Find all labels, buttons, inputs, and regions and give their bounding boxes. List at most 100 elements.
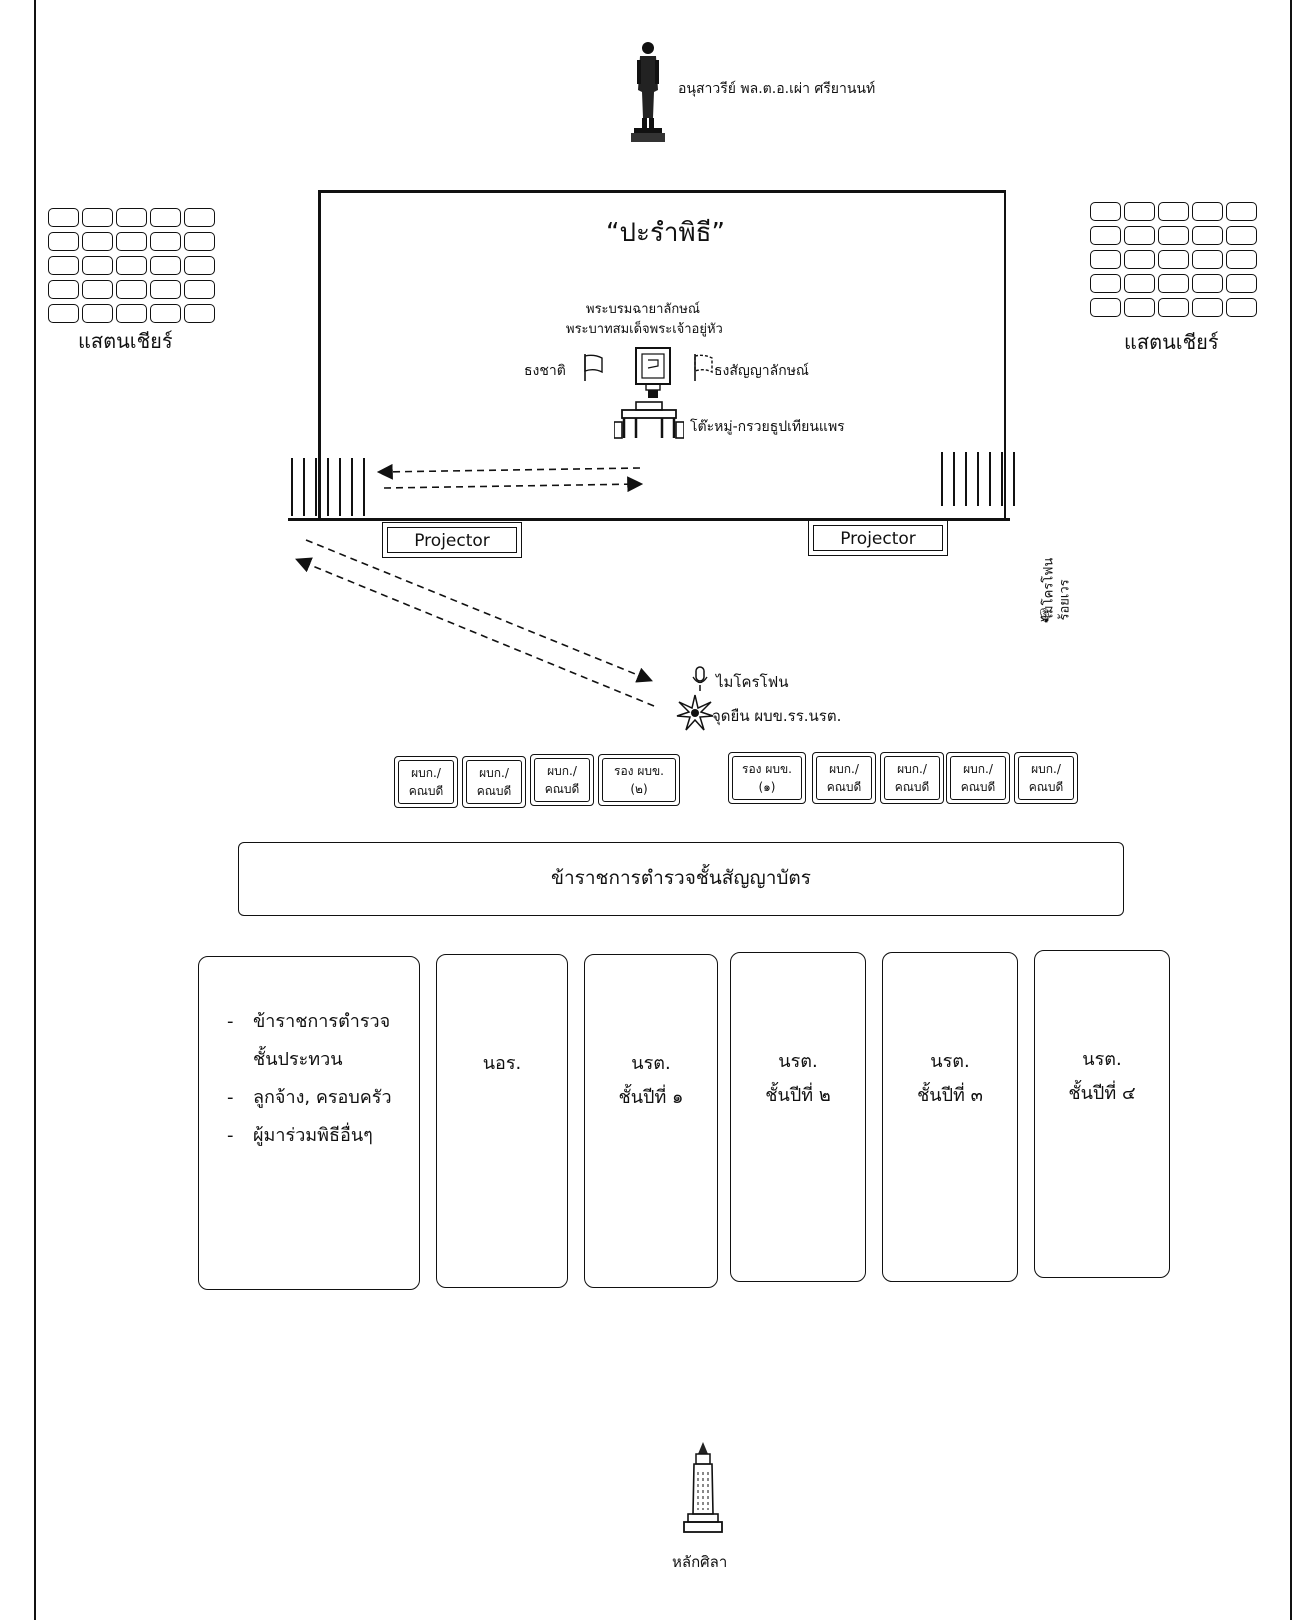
seat [150, 208, 181, 227]
standing-point-label: จุดยืน ผบข.รร.นรต. [712, 707, 842, 725]
royal-portrait-icon [635, 347, 671, 398]
seat [1124, 202, 1155, 221]
seat [1090, 298, 1121, 317]
seat [1124, 250, 1155, 269]
list-item: -ลูกจ้าง, ครอบครัว [227, 1087, 392, 1108]
seat [48, 304, 79, 323]
monument-statue-icon [631, 42, 665, 142]
seat [184, 232, 215, 251]
cheer-stand-right-label: แสตนเชียร์ [1124, 330, 1219, 354]
list-item: -ผู้มาร่วมพิธีอื่นๆ [227, 1125, 373, 1146]
seat [150, 280, 181, 299]
bench-label: ผบก./ คณบดี [466, 760, 522, 804]
stone-pillar-icon [683, 1442, 723, 1533]
altar-label: โต๊ะหมู่-กรวยธูปเทียนแพร [690, 419, 845, 435]
altar-table-icon [614, 401, 684, 439]
seat [1192, 226, 1223, 245]
seat [116, 256, 147, 275]
seat [1158, 202, 1189, 221]
cheer-stand-left-label: แสตนเชียร์ [78, 329, 173, 353]
bench-label: รอง ผบข. (๑) [732, 756, 802, 800]
seat [1090, 274, 1121, 293]
symbol-flag-icon [694, 354, 713, 381]
seat [1226, 202, 1257, 221]
seat [150, 304, 181, 323]
group-nor: นอร. [436, 954, 568, 1288]
group-others: -ข้าราชการตำรวจ ชั้นประทวน -ลูกจ้าง, ครอ… [198, 956, 420, 1290]
bench-commander: ผบก./ คณบดี [1014, 752, 1078, 804]
bench-commander: ผบก./ คณบดี [462, 756, 526, 808]
seat [1192, 298, 1223, 317]
group-cadet-year-4: นรต. ชั้นปีที่ ๔ [1034, 950, 1170, 1278]
seat [1158, 298, 1189, 317]
seat [1158, 250, 1189, 269]
side-officer-label: ร้อยเวร [1057, 579, 1073, 621]
stage-front-edge [288, 518, 1010, 521]
seat [48, 232, 79, 251]
bench-label: ผบก./ คณบดี [816, 756, 872, 800]
portrait-caption-line1: พระบรมฉายาลักษณ์ [586, 302, 700, 317]
bench-label: ผบก./ คณบดี [534, 758, 590, 802]
group-others-list: -ข้าราชการตำรวจ ชั้นประทวน -ลูกจ้าง, ครอ… [227, 1003, 392, 1155]
national-flag-label: ธงชาติ [524, 363, 566, 379]
group-label: นรต. ชั้นปีที่ ๑ [618, 1053, 684, 1108]
projector-right-label: Projector [813, 525, 943, 551]
projector-left-label: Projector [387, 527, 517, 553]
seat [48, 280, 79, 299]
seat [184, 304, 215, 323]
group-cadet-year-3: นรต. ชั้นปีที่ ๓ [882, 952, 1018, 1282]
seat [150, 232, 181, 251]
stone-pillar-label: หลักศิลา [672, 1553, 728, 1571]
bench-commander: ผบก./ คณบดี [530, 754, 594, 806]
list-item: -ข้าราชการตำรวจ ชั้นประทวน [227, 1011, 391, 1070]
cheer-stand-right [1090, 202, 1257, 317]
commissioned-officers-block: ข้าราชการตำรวจชั้นสัญญาบัตร [238, 842, 1124, 916]
projector-left: Projector [382, 522, 522, 558]
seat [184, 280, 215, 299]
group-cadet-year-1: นรต. ชั้นปีที่ ๑ [584, 954, 718, 1288]
national-flag-icon [584, 354, 603, 381]
group-label: นรต. ชั้นปีที่ ๔ [1068, 1049, 1136, 1104]
seat [184, 208, 215, 227]
microphone-label: ไมโครโฟน [716, 673, 789, 691]
bench-commander: ผบก./ คณบดี [812, 752, 876, 804]
seat [48, 256, 79, 275]
seat [1090, 202, 1121, 221]
microphone-icon [692, 666, 708, 691]
seat [1124, 226, 1155, 245]
seat [1090, 250, 1121, 269]
seat [1226, 274, 1257, 293]
group-label: นอร. [482, 1053, 522, 1074]
seat [82, 232, 113, 251]
bench-commander: ผบก./ คณบดี [880, 752, 944, 804]
page-frame-left [34, 0, 36, 1620]
seat [1124, 274, 1155, 293]
route-arrows [295, 463, 655, 707]
seat [1226, 250, 1257, 269]
bench-label: รอง ผบข. (๒) [602, 758, 676, 802]
monument-label: อนุสาวรีย์ พล.ต.อ.เผ่า ศรียานนท์ [678, 81, 876, 97]
seat [82, 208, 113, 227]
stairs-right-icon [941, 452, 1015, 506]
bench-label: ผบก./ คณบดี [884, 756, 940, 800]
cheer-stand-left [48, 208, 215, 323]
seat [184, 256, 215, 275]
bench-deputy-1: รอง ผบข. (๑) [728, 752, 806, 804]
seat [1226, 226, 1257, 245]
bench-label: ผบก./ คณบดี [950, 756, 1006, 800]
bench-label: ผบก./ คณบดี [1018, 756, 1074, 800]
seat [150, 256, 181, 275]
ceremonial-stage [318, 190, 1006, 520]
bench-commander: ผบก./ คณบดี [394, 756, 458, 808]
seat [82, 304, 113, 323]
seat [1192, 202, 1223, 221]
stairs-left-icon [291, 458, 365, 516]
seat [116, 280, 147, 299]
group-label: นรต. ชั้นปีที่ ๒ [765, 1051, 831, 1106]
seat [116, 304, 147, 323]
seat [1158, 226, 1189, 245]
bench-deputy-2: รอง ผบข. (๒) [598, 754, 680, 806]
seat [82, 256, 113, 275]
page-frame-right [1290, 0, 1292, 1620]
seat [1090, 226, 1121, 245]
